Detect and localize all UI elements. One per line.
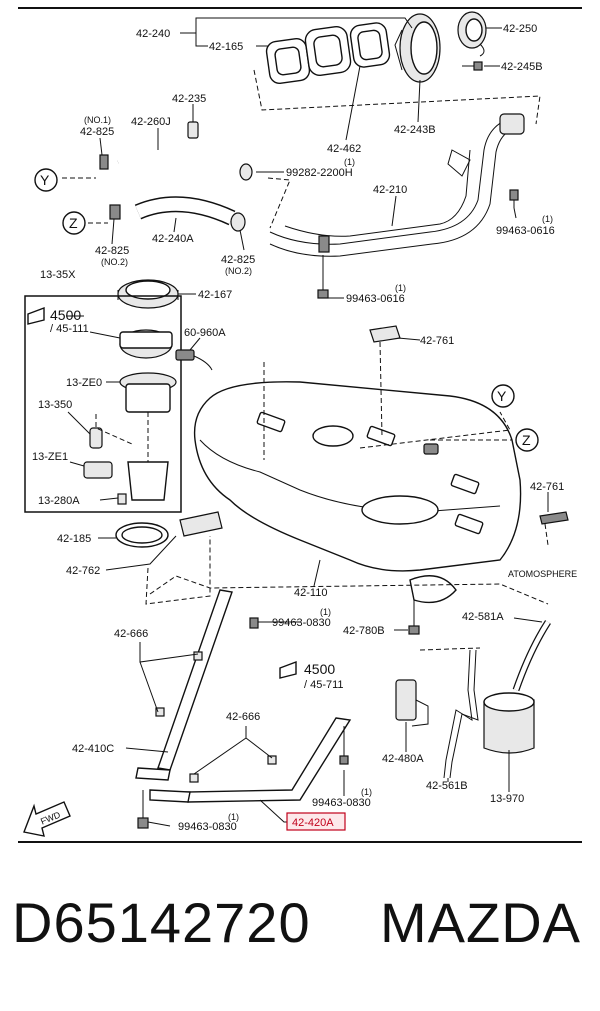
- strap-bolts: [137, 617, 349, 829]
- gasket-ring-42-165-group: [265, 22, 391, 84]
- callout-qty-1-a: (1): [344, 157, 355, 167]
- ref-y-left: Y: [40, 172, 50, 188]
- callout-42-462: 42-462: [327, 143, 361, 155]
- ref-circle-z-right: Z: [515, 428, 539, 452]
- callout-42-825-left: 42-825: [95, 245, 129, 257]
- callout-42-762: 42-762: [66, 565, 100, 577]
- callout-13-350: 13-350: [38, 399, 72, 411]
- callout-99463-0830-b: 99463-0830: [312, 797, 371, 809]
- callout-42-581A: 42-581A: [462, 611, 504, 623]
- manual-book-icon-top: [27, 306, 45, 325]
- ref-circle-z-left: Z: [62, 211, 86, 235]
- callout-42-110: 42-110: [294, 587, 327, 599]
- assembly-dashes: [62, 69, 549, 651]
- callout-no2-mid: (NO.2): [225, 266, 252, 276]
- callout-13-ZE1: 13-ZE1: [32, 451, 68, 463]
- callout-no1: (NO.1): [84, 115, 111, 125]
- tank-strap-42-420A: [149, 717, 352, 803]
- bolt-99463-0616-b: [317, 255, 329, 299]
- callout-60-960A: 60-960A: [184, 327, 226, 339]
- lock-ring-42-167: [117, 279, 179, 309]
- vent-pipe-42-581A: [512, 620, 551, 692]
- fuel-cap-42-250: [457, 11, 487, 57]
- leader-lines: [66, 17, 549, 827]
- ref-z-right: Z: [522, 432, 531, 448]
- callout-42-480A: 42-480A: [382, 753, 424, 765]
- callout-qty-1-e: (1): [361, 787, 372, 797]
- callout-13-280A: 13-280A: [38, 495, 80, 507]
- pad-42-761-top: [369, 325, 401, 343]
- filler-neck-42-243B: [394, 13, 441, 83]
- callout-42-245B: 42-245B: [501, 61, 543, 73]
- callout-45-711: / 45-711: [304, 679, 344, 691]
- callout-qty-1-b: (1): [542, 214, 553, 224]
- sender-gasket-42-185: [115, 522, 169, 548]
- bolt-99463-0616-a: [509, 189, 519, 208]
- hose-42-240A: [109, 196, 246, 232]
- callout-42-666-mid: 42-666: [226, 711, 260, 723]
- callout-42-825-mid: 42-825: [221, 254, 255, 266]
- callout-99463-0616-a: 99463-0616: [496, 225, 555, 237]
- vapor-line-42-561B: [443, 649, 479, 779]
- callout-no2-left: (NO.2): [101, 257, 128, 267]
- canister-13-970: [483, 692, 535, 786]
- callout-42-260J: 42-260J: [131, 116, 171, 128]
- callout-99463-0830-a: 99463-0830: [272, 617, 331, 629]
- callout-42-250: 42-250: [503, 23, 537, 35]
- callout-42-561B: 42-561B: [426, 780, 468, 792]
- callout-99463-0616-b: 99463-0616: [346, 293, 405, 305]
- clip-42-235: [187, 121, 199, 139]
- part-number: D65142720: [12, 891, 311, 954]
- brand-name: MAZDA: [380, 891, 581, 954]
- callout-45-111: / 45-111: [50, 323, 89, 335]
- callout-13-970: 13-970: [490, 793, 524, 805]
- callout-qty-1-c: (1): [395, 283, 406, 293]
- fuel-tank-exploded-diagram: FWD Y Z Y Z: [18, 7, 582, 843]
- callout-42-185: 42-185: [57, 533, 91, 545]
- highlighted-part-42-420A: 42-420A: [286, 812, 346, 831]
- callout-42-165: 42-165: [209, 41, 243, 53]
- fwd-arrow-icon: FWD: [23, 801, 71, 837]
- callout-99282-2200H: 99282-2200H: [286, 167, 353, 179]
- callout-qty-1-d: (1): [320, 607, 331, 617]
- callout-42-167: 42-167: [198, 289, 232, 301]
- tank-strap-42-410C: [135, 589, 233, 781]
- callout-42-761-top: 42-761: [420, 335, 454, 347]
- callout-42-235: 42-235: [172, 93, 206, 105]
- bolt-42-245B: [462, 61, 483, 71]
- filler-pipe-42-210: [269, 113, 525, 257]
- ref-circle-y-right: Y: [491, 384, 515, 408]
- fuel-pump-module-box: [24, 295, 213, 513]
- ref-z-left: Z: [69, 215, 78, 231]
- ref-circle-y-left: Y: [34, 168, 58, 192]
- callout-42-666-top: 42-666: [114, 628, 148, 640]
- callout-13-ZE0: 13-ZE0: [66, 377, 102, 389]
- hose-42-260J: [99, 152, 253, 181]
- callout-99463-0830-c: 99463-0830: [178, 821, 237, 833]
- fuel-tank-42-110: [193, 381, 522, 572]
- callout-42-210: 42-210: [373, 184, 407, 196]
- footer: D65142720 MAZDA: [0, 890, 600, 990]
- callout-42-825-top: 42-825: [80, 126, 114, 138]
- pad-42-762: [179, 511, 223, 537]
- callout-42-410C: 42-410C: [72, 743, 114, 755]
- callout-42-761-right: 42-761: [530, 481, 564, 493]
- callout-42-240: 42-240: [136, 28, 170, 40]
- callout-42-420A: 42-420A: [292, 817, 334, 829]
- strap-bracket-42-780B: [408, 575, 457, 635]
- callout-4500-bottom: 4500: [304, 661, 335, 677]
- callout-4500-top: 4500: [50, 307, 81, 323]
- callout-42-243B: 42-243B: [394, 124, 436, 136]
- ref-y-right: Y: [497, 388, 507, 404]
- valve-42-480A: [395, 679, 429, 727]
- callout-42-240A: 42-240A: [152, 233, 194, 245]
- callout-13-35X: 13-35X: [40, 269, 76, 281]
- callout-42-780B: 42-780B: [343, 625, 385, 637]
- callout-atmosphere: ATOMOSPHERE: [508, 569, 577, 579]
- manual-book-icon-bottom: [279, 660, 297, 679]
- callout-qty-1-f: (1): [228, 812, 239, 822]
- pad-42-761-right: [539, 511, 569, 525]
